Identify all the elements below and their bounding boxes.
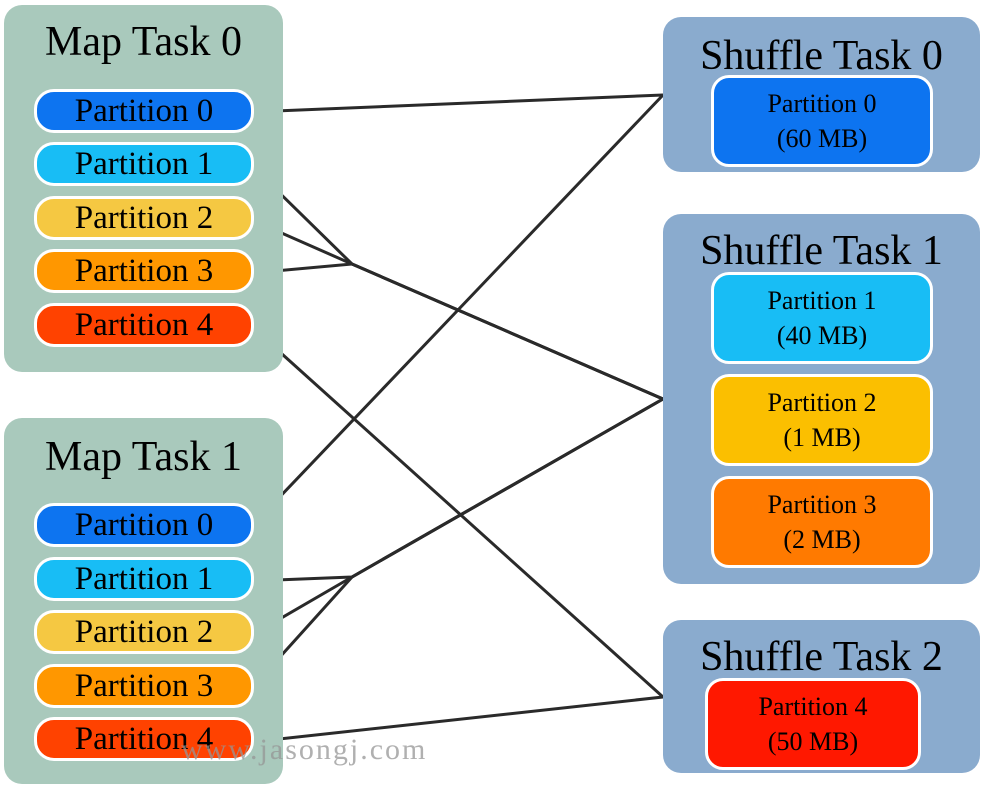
shuffle-task-1: Shuffle Task 1 Partition 1 (40 MB) Parti… xyxy=(663,214,980,584)
edge-map-0-partition-2-to-shuffle-1 xyxy=(251,218,664,401)
shuffle-1-partition-2-name: Partition 2 xyxy=(767,388,877,417)
edge-map-1-partition-2-to-shuffle-1 xyxy=(251,397,664,637)
edge-map-0-partition-1-to-shuffle-1 xyxy=(250,164,664,401)
map-1-partition-0: Partition 0 xyxy=(34,503,254,547)
edge-map-0-partition-0-to-shuffle-0 xyxy=(251,93,664,114)
shuffle-task-2: Shuffle Task 2 Partition 4 (50 MB) xyxy=(663,620,980,773)
map-task-0-title: Map Task 0 xyxy=(45,19,242,65)
map-0-partition-4: Partition 4 xyxy=(34,303,254,347)
shuffle-1-partition-1-size: (40 MB) xyxy=(776,321,868,350)
shuffle-1-partition-1-name: Partition 1 xyxy=(767,286,877,315)
shuffle-task-1-title: Shuffle Task 1 xyxy=(700,228,943,274)
map-1-partition-3: Partition 3 xyxy=(34,664,254,708)
map-1-partition-1: Partition 1 xyxy=(34,557,254,601)
shuffle-task-0-title: Shuffle Task 0 xyxy=(700,33,943,79)
shuffle-0-partition-0-size: (60 MB) xyxy=(776,124,868,153)
shuffle-1-partition-3-size: (2 MB) xyxy=(783,525,861,554)
edge-map-1-partition-0-to-shuffle-0 xyxy=(250,93,665,528)
map-0-partition-2: Partition 2 xyxy=(34,196,254,240)
shuffle-0-partition-0-name: Partition 0 xyxy=(767,89,877,118)
map-0-partition-3: Partition 3 xyxy=(34,249,254,293)
watermark: www.jasongj.com xyxy=(181,733,428,766)
map-task-1: Map Task 1 Partition 0 Partition 1 Parti… xyxy=(4,418,283,784)
edge-map-1-partition-3-to-shuffle-1 xyxy=(250,397,664,690)
map-task-1-title: Map Task 1 xyxy=(45,434,242,480)
shuffle-1-partition-1: Partition 1 (40 MB) xyxy=(711,272,933,364)
shuffle-0-partition-0: Partition 0 (60 MB) xyxy=(711,75,933,167)
map-1-partition-4: Partition 4 xyxy=(34,717,254,761)
shuffle-2-partition-4-size: (50 MB) xyxy=(767,727,859,756)
map-1-partition-2: Partition 2 xyxy=(34,610,254,654)
shuffle-2-partition-4: Partition 4 (50 MB) xyxy=(705,678,921,770)
shuffle-1-partition-3-name: Partition 3 xyxy=(767,490,877,519)
shuffle-1-partition-2-size: (1 MB) xyxy=(783,423,861,452)
map-task-0: Map Task 0 Partition 0 Partition 1 Parti… xyxy=(4,5,283,372)
edge-map-0-partition-3-to-shuffle-1 xyxy=(251,262,664,401)
map-0-partition-0: Partition 0 xyxy=(34,89,254,133)
shuffle-1-partition-3: Partition 3 (2 MB) xyxy=(711,476,933,568)
edge-map-1-partition-1-to-shuffle-1 xyxy=(251,397,664,583)
shuffle-2-partition-4-name: Partition 4 xyxy=(758,692,868,721)
shuffle-1-partition-2: Partition 2 (1 MB) xyxy=(711,374,933,466)
shuffle-task-0: Shuffle Task 0 Partition 0 (60 MB) xyxy=(663,17,980,172)
shuffle-task-2-title: Shuffle Task 2 xyxy=(700,634,943,680)
edge-map-0-partition-4-to-shuffle-2 xyxy=(250,325,665,699)
map-0-partition-1: Partition 1 xyxy=(34,142,254,186)
